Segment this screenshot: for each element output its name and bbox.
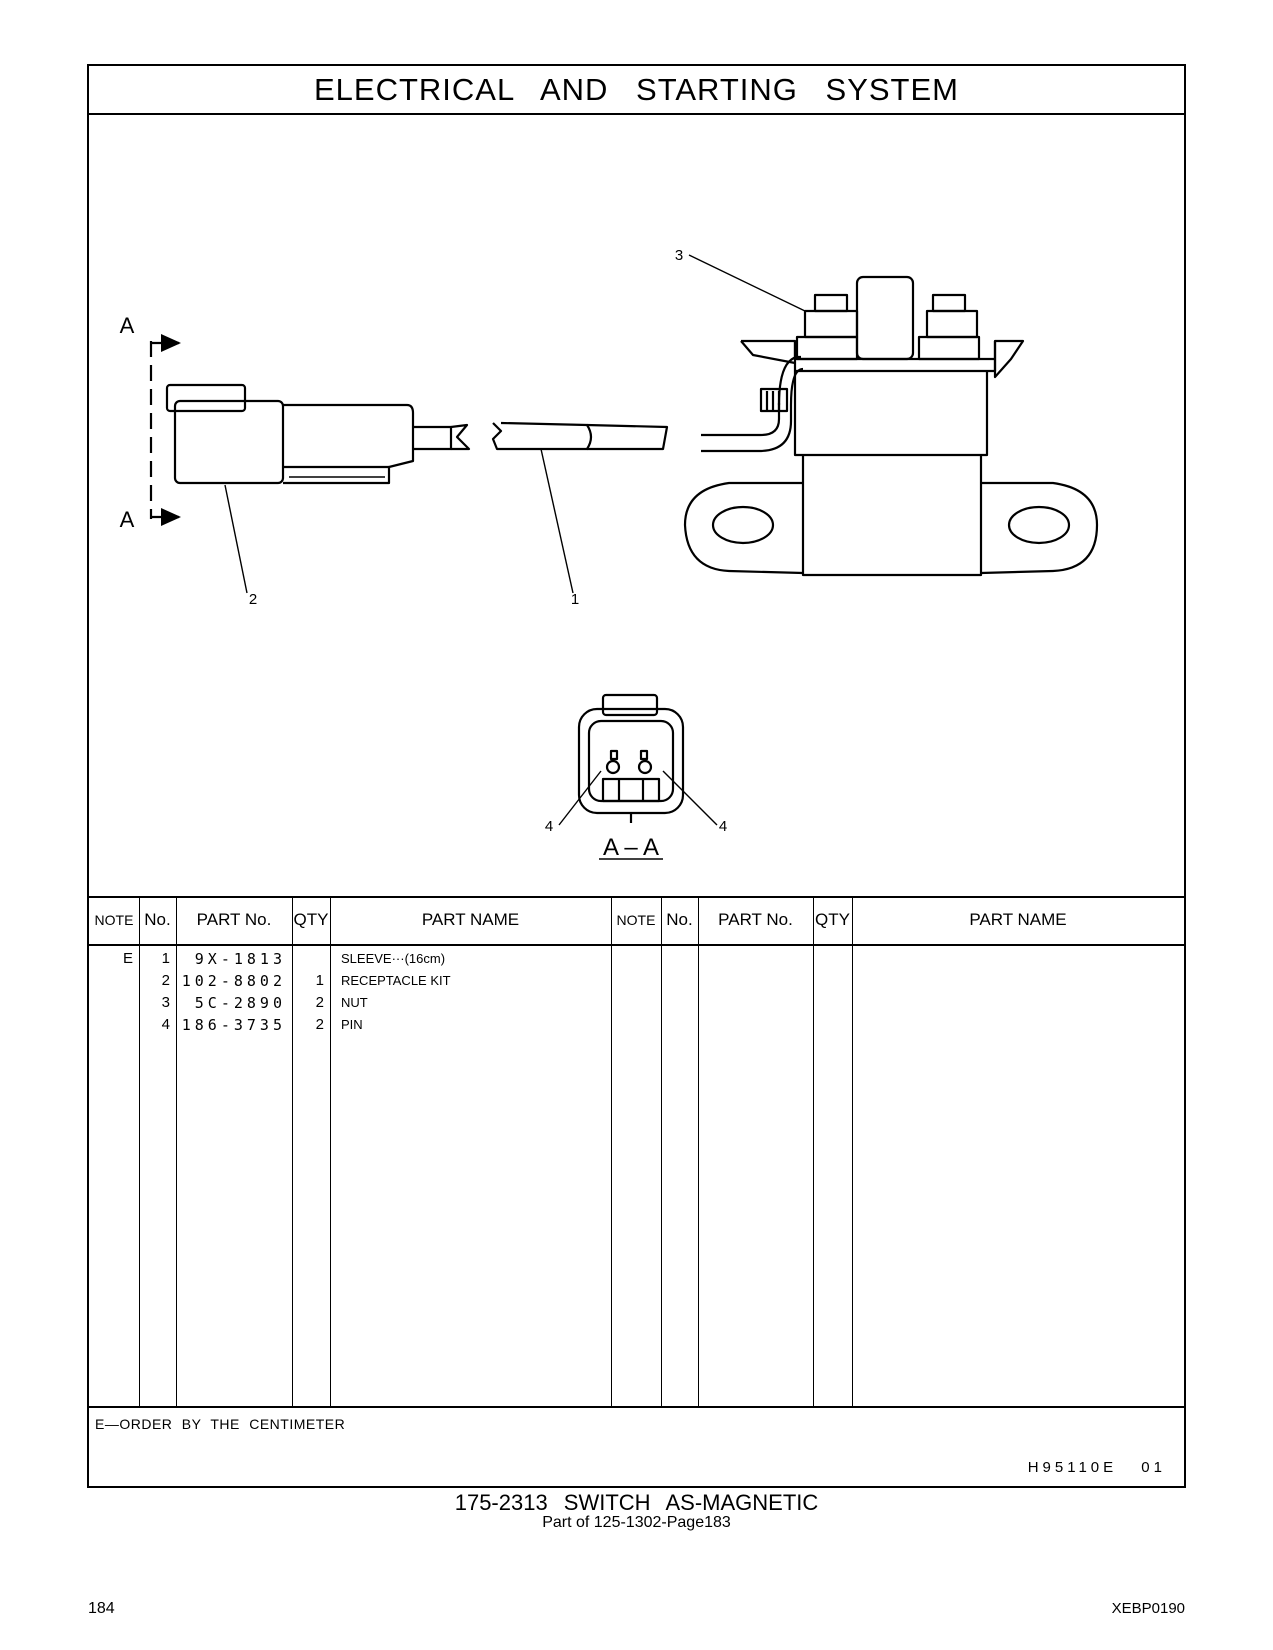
row-part-name: NUT	[341, 995, 368, 1010]
section-mark-a-bottom: A	[120, 507, 135, 532]
assembly-title: 175-2313 SWITCH AS-MAGNETIC	[454, 1490, 819, 1515]
row-part-name: SLEEVE···(16cm)	[341, 951, 446, 966]
row-note	[89, 1014, 133, 1036]
row-note: E	[122, 950, 133, 967]
header-part-name: PART NAME	[421, 910, 520, 929]
row-qty: 2	[315, 1016, 324, 1033]
section-view	[577, 693, 685, 823]
callout-1: 1	[571, 591, 579, 608]
row-no: 2	[161, 972, 170, 989]
section-arrows	[161, 334, 181, 526]
header-no-2: No.	[666, 910, 693, 929]
callout-3: 3	[675, 247, 683, 264]
page-number: 184	[88, 1600, 115, 1617]
callout-4-right: 4	[719, 818, 727, 835]
row-part-no: 5C-2890	[194, 994, 286, 1012]
footnote: E—ORDER BY THE CENTIMETER	[95, 1416, 346, 1432]
table-row: E 1 9X-1813 SLEEVE···(16cm)	[89, 948, 1184, 970]
header-qty: QTY	[293, 910, 329, 929]
footnote-area: E—ORDER BY THE CENTIMETER H95110E 01	[89, 1406, 1184, 1486]
header-note: NOTE	[94, 912, 134, 928]
page-title: ELECTRICAL AND STARTING SYSTEM	[89, 66, 1184, 115]
magnetic-switch	[683, 275, 1099, 577]
callout-2: 2	[249, 591, 257, 608]
catalog-frame: ELECTRICAL AND STARTING SYSTEM	[87, 64, 1186, 1488]
section-mark-a-top: A	[120, 313, 135, 338]
leader-lines	[224, 254, 806, 826]
row-qty: 2	[315, 994, 324, 1011]
document-id: XEBP0190	[1111, 1600, 1185, 1617]
callout-4-left: 4	[545, 818, 553, 835]
header-note-2: NOTE	[616, 912, 656, 928]
row-qty: 1	[315, 972, 324, 989]
row-no: 4	[161, 1016, 170, 1033]
row-qty	[292, 948, 324, 970]
table-row: 2 102-8802 1 RECEPTACLE KIT	[89, 970, 1184, 992]
receptacle-connector	[165, 383, 471, 485]
drawing-code: H95110E 01	[1027, 1459, 1166, 1476]
row-part-no: 9X-1813	[194, 950, 286, 968]
row-part-name: PIN	[341, 1017, 363, 1032]
row-no: 3	[161, 994, 170, 1011]
table-row: 3 5C-2890 2 NUT	[89, 992, 1184, 1014]
section-view-label: A – A	[603, 834, 659, 861]
assembly-reference: Part of 125-1302-Page183	[542, 1514, 731, 1531]
row-part-no: 186-3735	[181, 1016, 286, 1034]
table-header: NOTE No. PART No. QTY PART NAME NOTE No.…	[89, 896, 1184, 946]
sleeve-cable	[491, 421, 669, 451]
row-no: 1	[161, 950, 170, 967]
header-qty-2: QTY	[815, 910, 850, 929]
parts-table: NOTE No. PART No. QTY PART NAME NOTE No.…	[89, 896, 1184, 1406]
row-part-no: 102-8802	[181, 972, 286, 990]
header-no: No.	[144, 910, 171, 929]
table-row: 4 186-3735 2 PIN	[89, 1014, 1184, 1036]
header-part-name-2: PART NAME	[969, 910, 1067, 929]
header-part-no: PART No.	[196, 910, 272, 929]
row-note	[89, 992, 133, 1014]
header-part-no-2: PART No.	[718, 910, 793, 929]
parts-diagram: A A 2 1 3 4 4 A – A	[120, 247, 1099, 861]
row-note	[89, 970, 133, 992]
row-part-name: RECEPTACLE KIT	[341, 973, 451, 988]
